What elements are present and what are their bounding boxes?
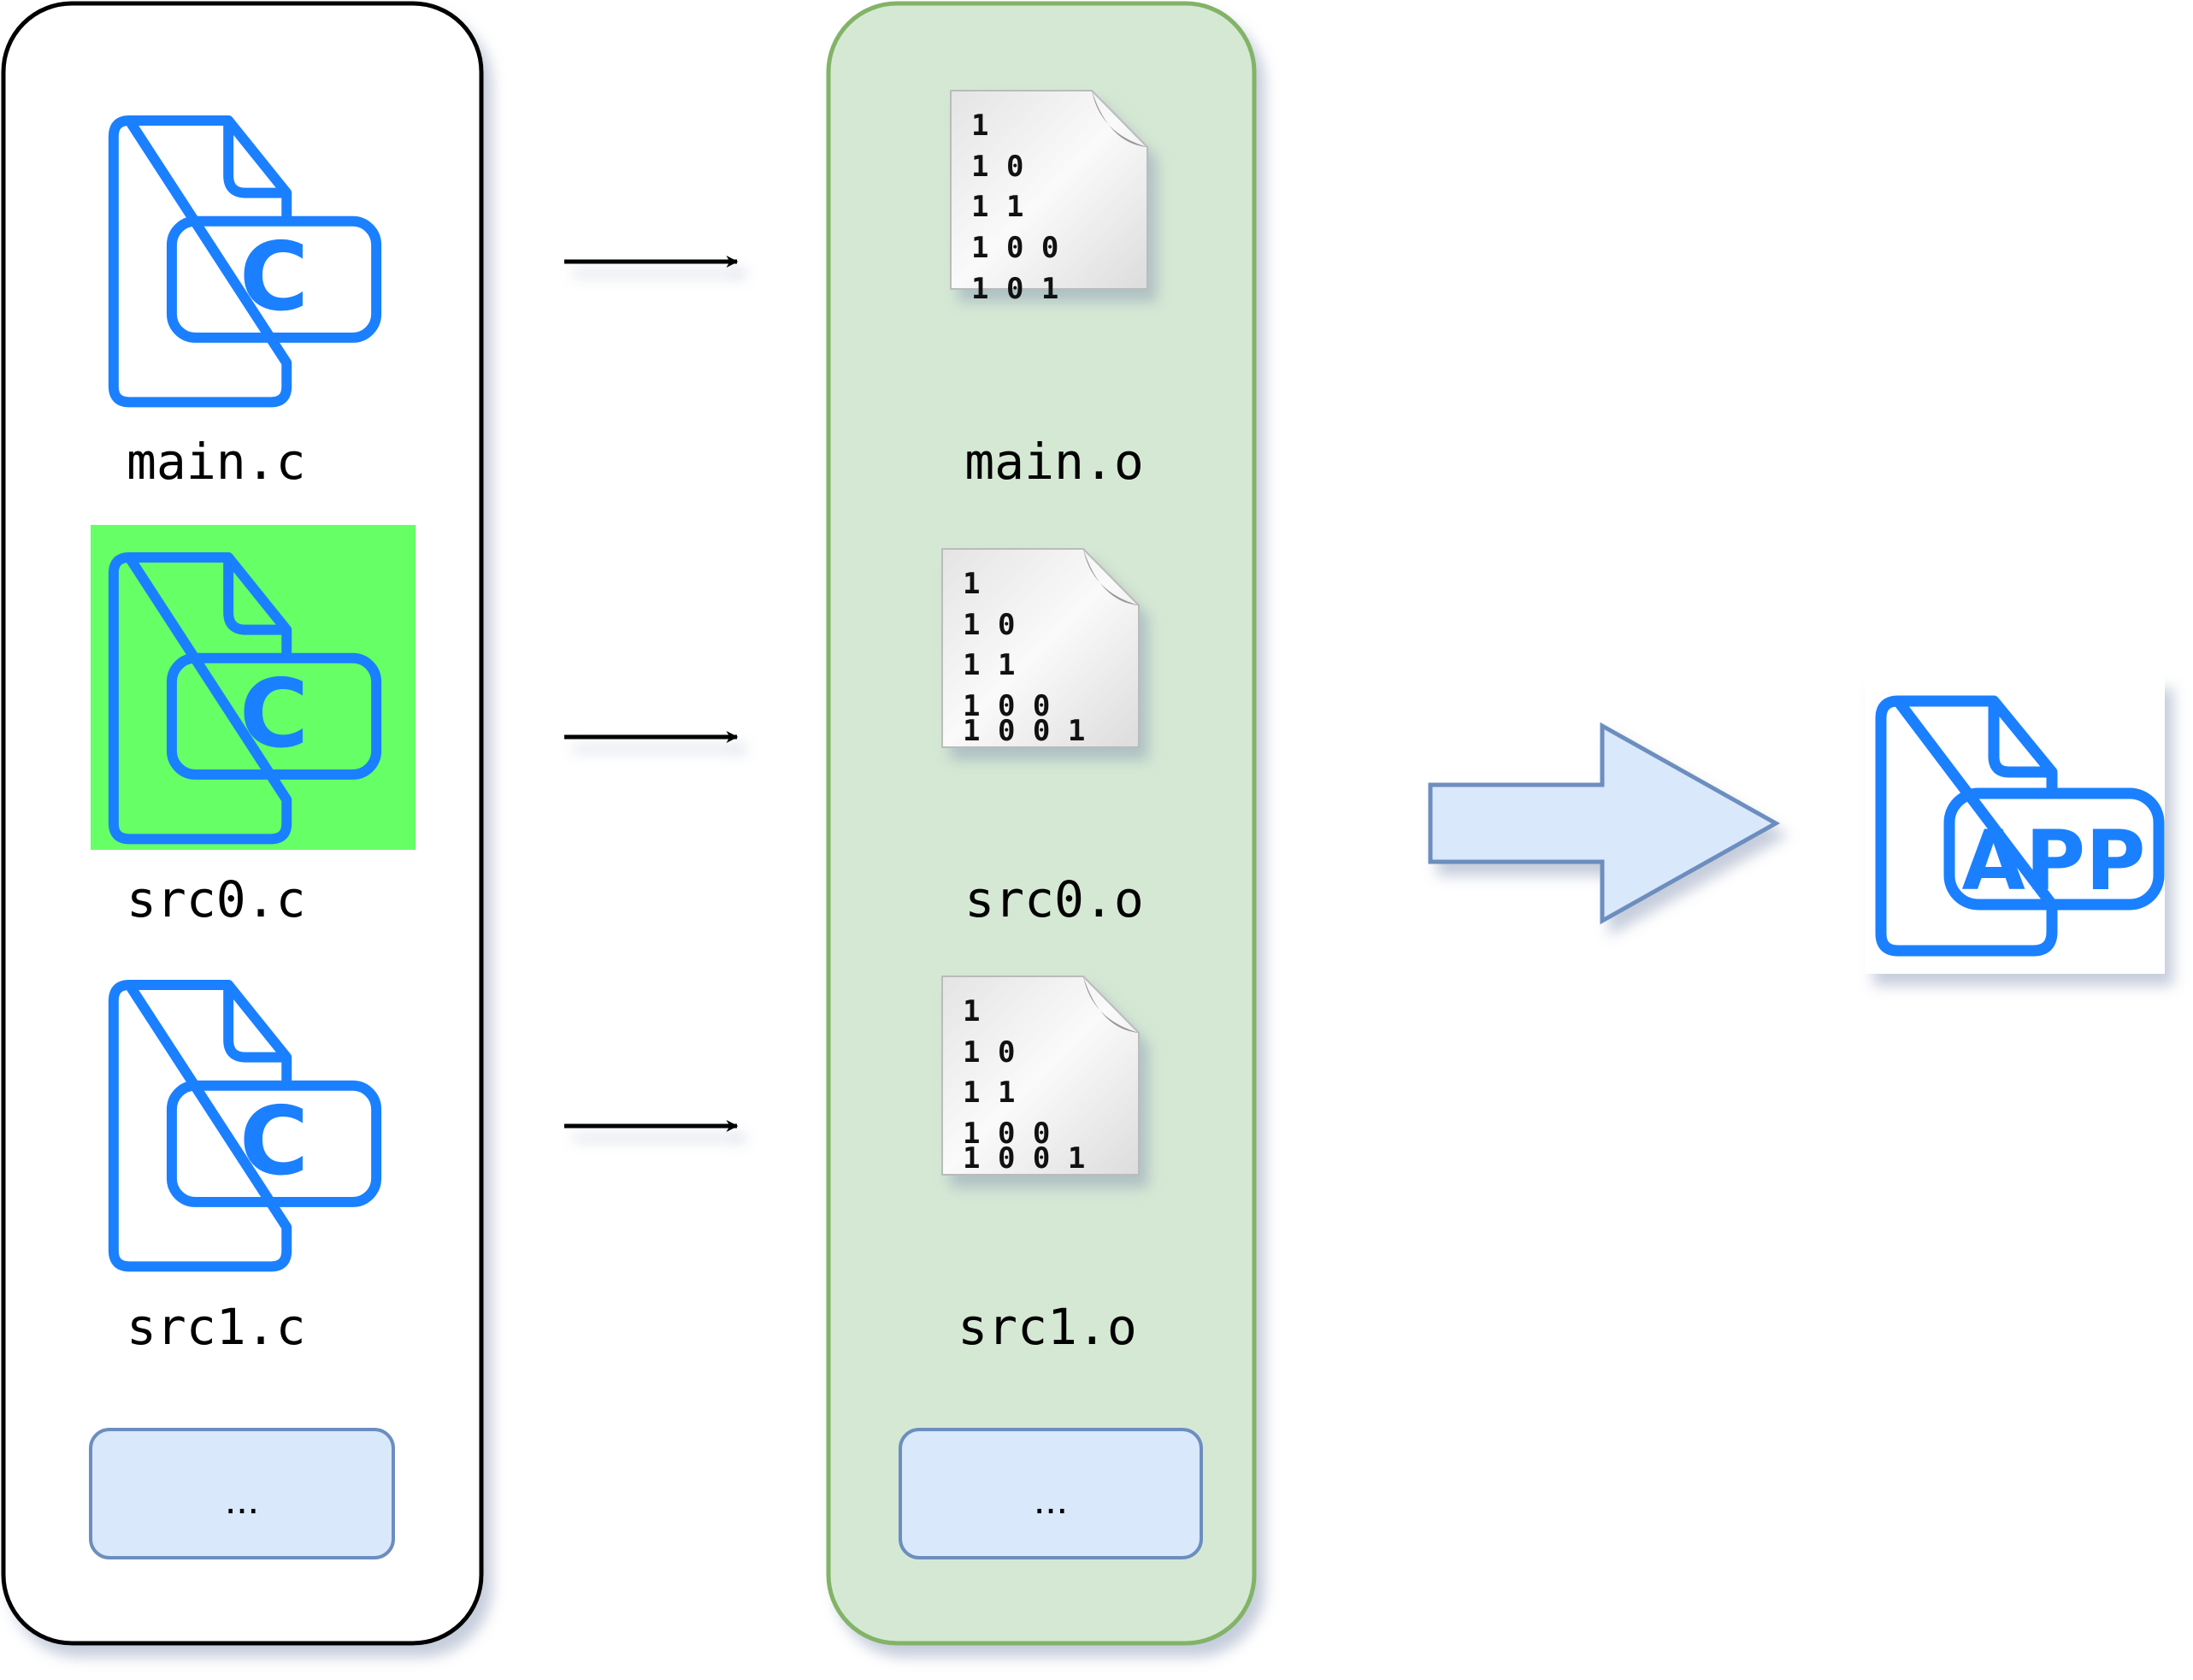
file-label: main.o	[964, 433, 1144, 491]
svg-text:APP: APP	[1961, 813, 2145, 909]
link-arrow	[1428, 722, 1781, 925]
file-label: main.c	[127, 433, 306, 491]
source-more-box[interactable]: ...	[89, 1428, 395, 1559]
object-file-src1-o[interactable]: 1 1 0 1 1 1 0 0 1 0 0 1 src1.o	[941, 976, 1140, 1356]
binary-file-icon: 1 1 0 1 1 1 0 0 1 0 1 1 0 0 1	[950, 90, 1148, 306]
svg-text:1 0 0 1: 1 0 0 1	[963, 714, 1085, 748]
svg-text:1 0 0 1: 1 0 0 1	[963, 1141, 1085, 1176]
object-file-main-o[interactable]: 1 1 0 1 1 1 0 0 1 0 1 1 0 0 1 main.o	[950, 90, 1148, 491]
svg-text:C: C	[239, 660, 309, 769]
svg-text:C: C	[239, 1088, 309, 1197]
object-file-src0-o[interactable]: 1 1 0 1 1 1 0 0 1 0 0 1 src0.o	[941, 548, 1144, 928]
source-file-main-c[interactable]: C main.c	[114, 121, 376, 491]
app-output-file[interactable]: APP	[1865, 676, 2165, 974]
binary-file-icon: 1 1 0 1 1 1 0 0 1 0 0 1	[941, 548, 1140, 748]
c-file-icon: C	[114, 121, 376, 402]
source-file-src1-c[interactable]: C src1.c	[114, 985, 376, 1356]
svg-text:1: 1	[963, 994, 980, 1029]
svg-text:1 1: 1 1	[963, 1076, 1015, 1110]
svg-text:1: 1	[963, 567, 980, 601]
svg-text:1 1: 1 1	[971, 190, 1023, 224]
svg-text:1 1: 1 1	[963, 648, 1015, 682]
file-label: src0.o	[964, 870, 1144, 928]
svg-text:1 0 0: 1 0 0	[963, 689, 1050, 723]
c-file-icon: C	[114, 557, 376, 839]
svg-text:1 0 1: 1 0 1	[971, 272, 1058, 306]
object-files-panel	[826, 1, 1257, 1646]
c-file-icon: C	[114, 985, 376, 1266]
svg-text:1 0: 1 0	[971, 150, 1023, 184]
more-label: ...	[1034, 1477, 1068, 1523]
binary-file-icon: 1 1 0 1 1 1 0 0 1 0 0 1	[941, 976, 1140, 1176]
svg-text:1 0 0: 1 0 0	[971, 231, 1058, 265]
svg-text:1: 1	[971, 109, 988, 143]
svg-text:C: C	[239, 223, 309, 333]
svg-text:1 0 0: 1 0 0	[963, 1117, 1050, 1151]
file-label: src0.c	[127, 870, 306, 928]
file-label: src1.c	[127, 1298, 306, 1356]
svg-text:1 0: 1 0	[963, 1035, 1015, 1070]
svg-text:1 0: 1 0	[963, 608, 1015, 642]
file-label: src1.o	[958, 1298, 1137, 1356]
object-more-box[interactable]: ...	[899, 1428, 1203, 1559]
more-label: ...	[225, 1477, 259, 1523]
app-file-icon: APP	[1875, 695, 2165, 957]
source-file-src0-c[interactable]: C src0.c	[91, 525, 416, 928]
